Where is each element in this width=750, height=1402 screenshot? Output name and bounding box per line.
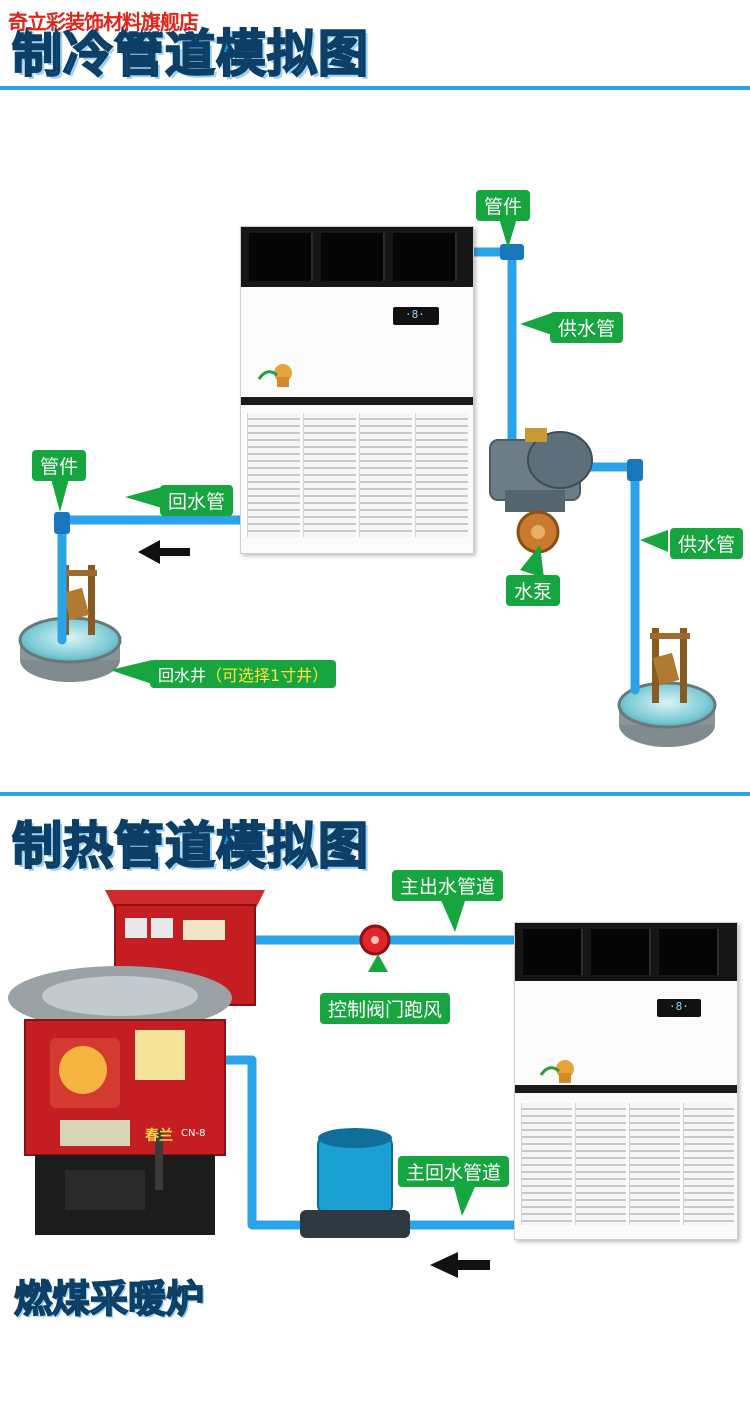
water-pump — [489, 428, 593, 554]
boiler-return-pipe — [210, 1055, 315, 1230]
cooling-diagram — [18, 215, 717, 747]
display-panel: ·8· — [393, 307, 439, 325]
label-fitting-top: 管件 — [476, 190, 531, 221]
heating-section-title: 制热管道模拟图 — [11, 816, 369, 876]
heating-diagram — [210, 898, 520, 1278]
left-arrow-icon — [430, 1252, 490, 1278]
heating-divider — [0, 792, 750, 796]
brand-logo — [257, 359, 297, 389]
circulation-pump — [300, 1128, 410, 1238]
label-main-return-pipe: 主回水管道 — [398, 1156, 510, 1187]
boiler-brand: 春兰 — [145, 1128, 173, 1144]
coal-heating-boiler: 春兰 CN-8 — [5, 870, 265, 1240]
label-return-well-main: 回水井 — [158, 666, 207, 685]
label-supply-pipe-right: 供水管 — [670, 528, 744, 559]
label-control-valve: 控制阀门跑风 — [320, 993, 451, 1024]
label-return-well-note: （可选择1寸井） — [206, 666, 329, 685]
label-return-pipe: 回水管 — [160, 485, 234, 516]
store-name: 奇立彩装饰材料旗舰店 — [8, 10, 199, 34]
label-main-outlet-pipe: 主出水管道 — [392, 870, 504, 901]
display-panel-heating: ·8· — [657, 999, 701, 1017]
cooling-divider — [0, 86, 750, 90]
air-conditioner-unit-heating: ·8· — [514, 922, 738, 1240]
label-fitting-left: 管件 — [32, 450, 87, 481]
supply-pipe-right — [580, 462, 640, 695]
cooling-section-title: 制冷管道模拟图 — [11, 24, 369, 84]
supply-pipe-upper — [465, 247, 517, 445]
left-arrow-icon — [138, 540, 190, 564]
valve-icon — [359, 924, 391, 956]
brand-logo-heating — [539, 1055, 579, 1085]
label-water-pump: 水泵 — [506, 575, 561, 606]
label-supply-pipe-upper: 供水管 — [550, 312, 624, 343]
label-return-well: 回水井（可选择1寸井） — [150, 660, 337, 688]
supply-well-right — [617, 628, 717, 747]
boiler-title: 燃煤采暖炉 — [13, 1276, 205, 1322]
return-well-left — [18, 565, 122, 682]
air-conditioner-unit: ·8· — [240, 226, 474, 554]
boiler-model: CN-8 — [181, 1128, 206, 1139]
